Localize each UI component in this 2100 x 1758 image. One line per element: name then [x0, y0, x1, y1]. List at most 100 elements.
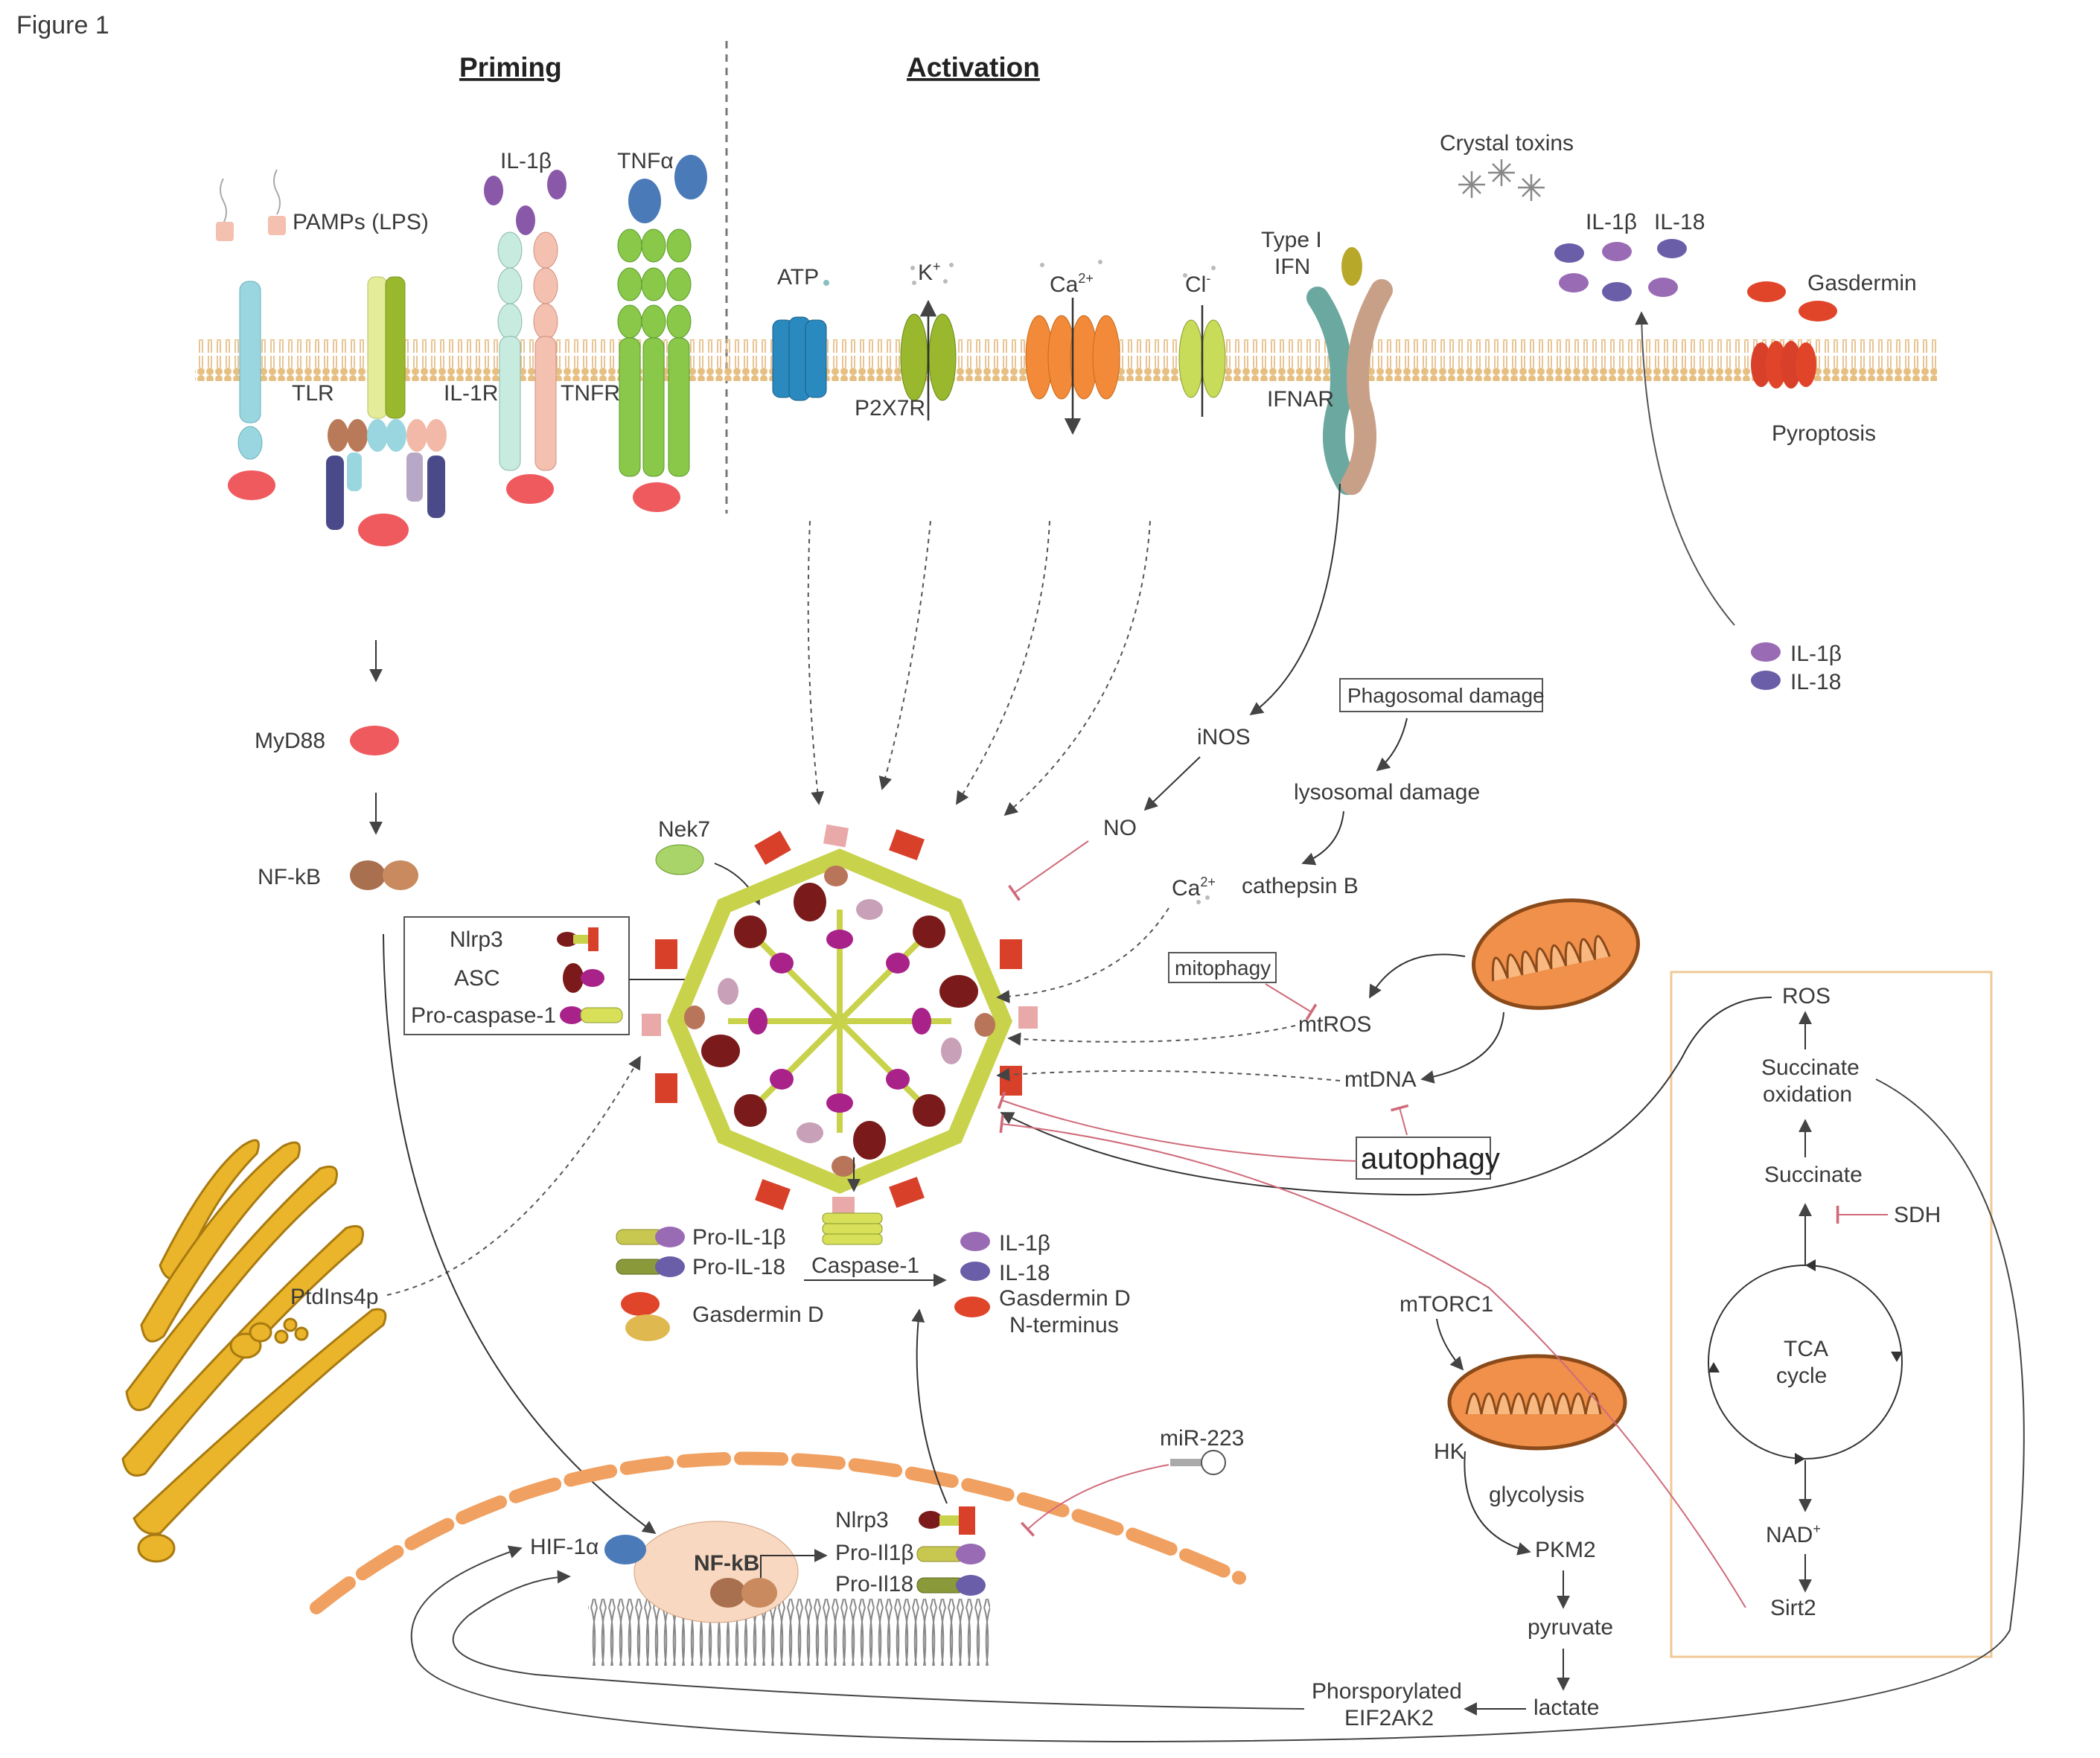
- arrow-ptdins4p-inflammasome: [386, 1055, 641, 1296]
- ptdins4p-label: PtdIns4p: [290, 1285, 378, 1309]
- mtorc1-label: mTORC1: [1400, 1292, 1493, 1317]
- myd88-icon: [350, 726, 399, 755]
- box-procasp-label: Pro-caspase-1: [411, 1003, 556, 1028]
- il18-right-icon: [1751, 671, 1781, 690]
- gsdmd-nterm-icon: [954, 1297, 990, 1317]
- inos-label: iNOS: [1197, 725, 1251, 749]
- il1b-ligand-label: IL-1β: [500, 149, 552, 173]
- arrow-lyso-cathepsin: [1301, 811, 1344, 866]
- arrow-transcripts-cytoplasm: [911, 1308, 948, 1504]
- arrow-eif2ak2-nucleus: [452, 1570, 1305, 1710]
- type1-ifn-label-1: Type I: [1261, 228, 1322, 252]
- lysosomal-damage-label: lysosomal damage: [1294, 780, 1480, 805]
- arrow-inos-no: [1143, 756, 1201, 811]
- metabolism-box: [1670, 971, 1993, 1658]
- phagosomal-damage-box: [1339, 678, 1543, 712]
- pro-il18-icon: [616, 1256, 685, 1277]
- mitophagy-label: mitophagy: [1175, 956, 1271, 979]
- il18-right-label: IL-18: [1790, 670, 1841, 694]
- tlr-receptor-icon: [228, 276, 447, 546]
- nucleus-pro-il1b-label: Pro-Il1β: [835, 1541, 914, 1565]
- inhibit-autophagy-inflammasome: [997, 1091, 1357, 1162]
- ca-channel-icon: [1025, 260, 1120, 435]
- il18-product-label: IL-18: [999, 1261, 1050, 1285]
- tca-cycle-circle: [1708, 1265, 1903, 1460]
- pkm2-label: PKM2: [1535, 1538, 1596, 1562]
- nucleus-pro-il1b-icon: [916, 1544, 986, 1564]
- arrow-phago-lyso: [1376, 717, 1408, 772]
- ca-dots-icon: [1196, 895, 1210, 904]
- gsdmd-nterm-label-2: N-terminus: [1009, 1313, 1119, 1337]
- il1b-out-label: IL-1β: [1586, 210, 1637, 234]
- mtros-label: mtROS: [1298, 1012, 1371, 1037]
- autophagy-box: [1356, 1137, 1491, 1180]
- gasdermin-d-icon: [621, 1292, 670, 1341]
- arrow-ifnar-inos: [1249, 483, 1341, 716]
- autophagy-label: autophagy: [1361, 1142, 1500, 1175]
- figure-label: Figure 1: [16, 11, 109, 39]
- eif2ak2-label-2: EIF2AK2: [1344, 1706, 1434, 1730]
- il1r-label: IL-1R: [444, 381, 498, 406]
- pro-il18-label: Pro-IL-18: [692, 1255, 785, 1279]
- nucleus-nlrp3-icon: [919, 1506, 975, 1535]
- mir223-label: miR-223: [1160, 1426, 1244, 1451]
- hif1a-label: HIF-1α: [530, 1535, 599, 1559]
- hif1a-icon: [604, 1535, 646, 1564]
- inhibit-sirt2-inflammasome: [999, 1114, 1746, 1608]
- inhibit-mitophagy: [1265, 983, 1318, 1020]
- k-ion-label: K+: [918, 259, 941, 285]
- nlrp3-inflammasome-icon: [642, 824, 1038, 1216]
- sirt2-label: Sirt2: [1770, 1596, 1816, 1620]
- ifnar-label: IFNAR: [1267, 387, 1334, 412]
- mtdna-label: mtDNA: [1344, 1067, 1417, 1092]
- nfkb-nuclear-label: NF-kB: [694, 1551, 759, 1576]
- channel-signal-arrows: [807, 520, 1151, 816]
- hk-label: HK: [1434, 1439, 1465, 1464]
- arrow-ca-inflammasome: [996, 907, 1169, 1003]
- tnfa-label: TNFα: [617, 149, 674, 173]
- arrow-succinate-hif1a: [410, 1078, 2025, 1743]
- nucleus-nlrp3-label: Nlrp3: [835, 1508, 889, 1532]
- section-activation: Activation: [907, 52, 1040, 83]
- il1b-product-label: IL-1β: [999, 1231, 1050, 1256]
- arrow-mito-mtdna: [1420, 1011, 1504, 1084]
- tnfr-receptor-icon: [617, 155, 707, 512]
- atp-channel-icon: [772, 280, 829, 401]
- ros-label: ROS: [1782, 984, 1831, 1009]
- atp-label: ATP: [777, 265, 819, 290]
- dna-strand-icon: [588, 1599, 990, 1666]
- succinate-label: Succinate: [1764, 1163, 1863, 1187]
- gsdmd-nterm-label-1: Gasdermin D: [999, 1286, 1131, 1311]
- box-asc-label: ASC: [454, 966, 500, 991]
- il18-out-label: IL-18: [1654, 210, 1705, 234]
- section-priming: Priming: [459, 52, 562, 83]
- mitophagy-box: [1168, 952, 1277, 983]
- nlrp3-small-icon: [557, 927, 599, 951]
- succ-ox-label-1: Succinate: [1761, 1055, 1860, 1080]
- lactate-label: lactate: [1533, 1695, 1599, 1720]
- gasdermin-label: Gasdermin: [1807, 271, 1917, 295]
- succ-ox-label-2: oxidation: [1763, 1082, 1852, 1107]
- inhibit-no: [1008, 840, 1089, 901]
- no-label: NO: [1103, 816, 1137, 840]
- crystal-toxins-label: Crystal toxins: [1440, 131, 1574, 156]
- crystal-toxins-icon: [1458, 159, 1545, 201]
- mir223-icon: [1170, 1450, 1226, 1475]
- nucleus-pro-il18-icon: [916, 1575, 986, 1596]
- arrow-mtdna-inflammasome: [996, 1067, 1341, 1081]
- pyruvate-label: pyruvate: [1528, 1615, 1613, 1640]
- gasdermin-d-label: Gasdermin D: [692, 1302, 824, 1327]
- gasdermin-pore-icon: [1747, 281, 1837, 389]
- arrow-mito-mtros: [1369, 953, 1466, 999]
- tca-label-2: cycle: [1776, 1364, 1827, 1388]
- ifnar-receptor-icon: [1306, 247, 1393, 495]
- glycolysis-label: glycolysis: [1489, 1483, 1584, 1507]
- nuclear-envelope: [310, 1451, 1246, 1614]
- mitochondrion-upper-icon: [1471, 898, 1641, 1010]
- nfkb-nuclear-icon: [710, 1578, 777, 1608]
- ca-ion-label: Ca2+: [1050, 271, 1094, 297]
- il1-ligand-icons: [484, 170, 567, 235]
- il1b-product-icon: [960, 1232, 990, 1251]
- arrow-hk-pkm2: [1464, 1451, 1531, 1556]
